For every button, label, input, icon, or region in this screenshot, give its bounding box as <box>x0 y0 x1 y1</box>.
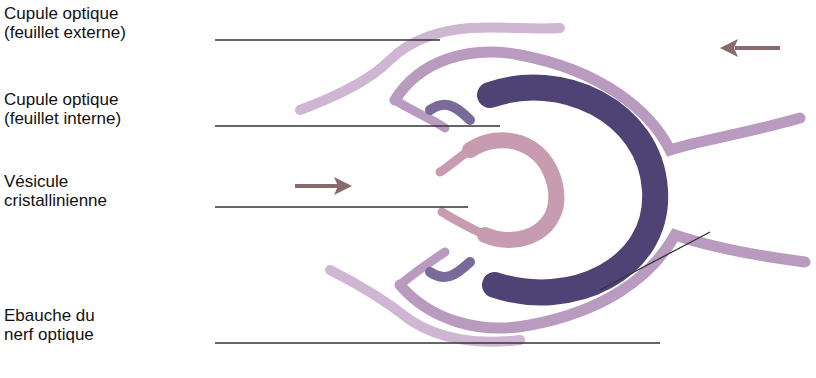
part-label: Vésicule cristallinienne <box>4 172 154 210</box>
part-label: Ebauche du nerf optique <box>4 306 116 344</box>
inner-layer <box>430 105 470 120</box>
part-label: Cupule optique (feuillet interne) <box>4 90 164 128</box>
part-label: Cupule optique (feuillet externe) <box>4 4 164 42</box>
lens-vesicle <box>442 212 485 235</box>
inner-layer <box>490 88 655 293</box>
arrow <box>295 177 352 195</box>
inner-layer <box>430 262 470 277</box>
arrow <box>720 39 780 57</box>
lens-vesicle <box>440 150 470 172</box>
leader-line <box>215 40 710 343</box>
lens-vesicle <box>470 140 556 240</box>
